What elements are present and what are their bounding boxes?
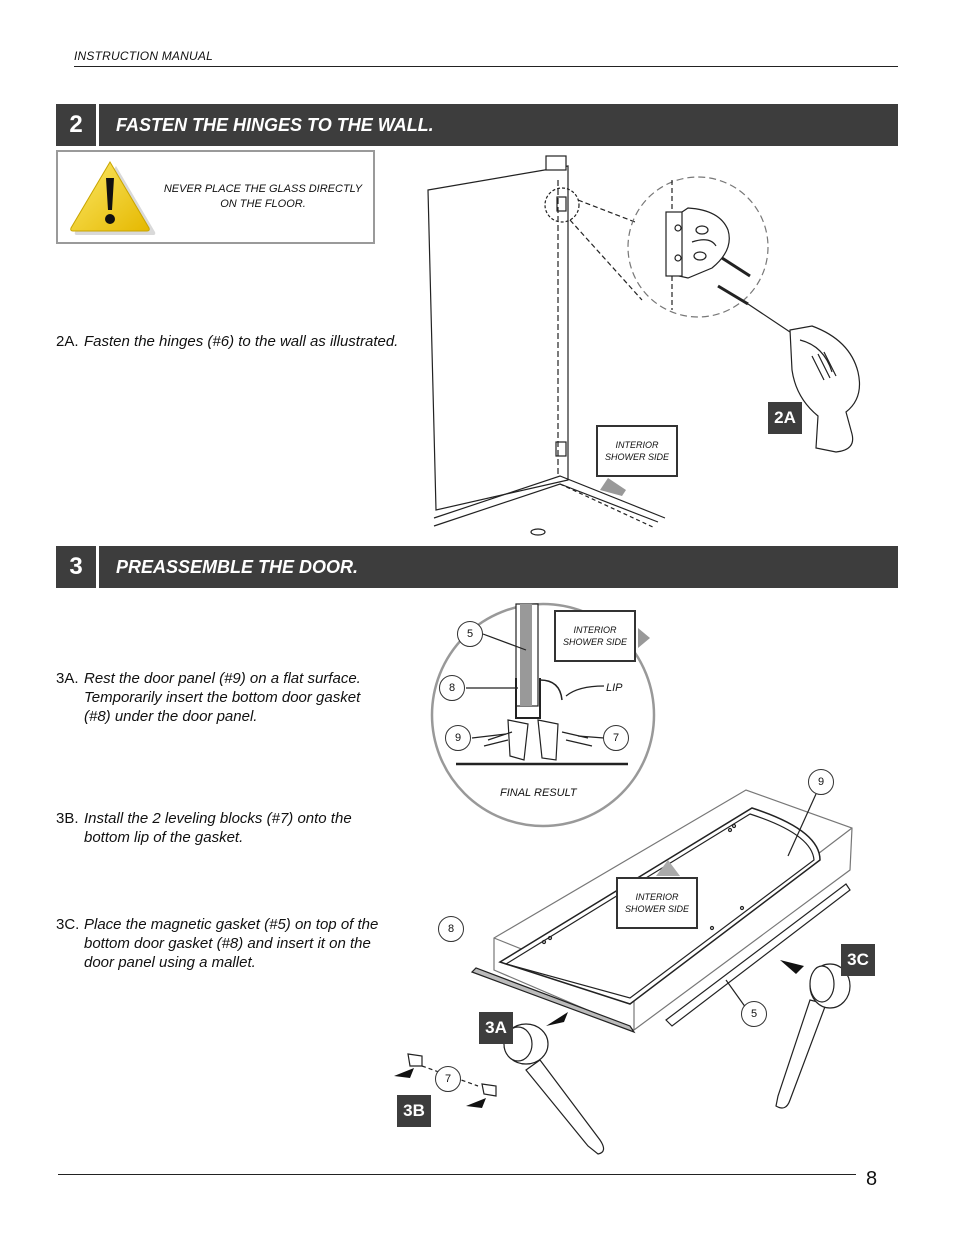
warning-triangle-icon bbox=[70, 161, 156, 235]
section-3-title: PREASSEMBLE THE DOOR. bbox=[116, 557, 359, 577]
header-rule bbox=[74, 66, 898, 67]
part-number-7-main: 7 bbox=[435, 1066, 461, 1092]
part-number-5-main: 5 bbox=[741, 1001, 767, 1027]
callout-detail-line-1: INTERIOR bbox=[573, 625, 617, 635]
step-3a-label: 3A. bbox=[56, 670, 79, 687]
manual-header-label: INSTRUCTION MANUAL bbox=[74, 49, 213, 63]
step-3b-label: 3B. bbox=[56, 810, 79, 827]
callout-detail-line-2: SHOWER SIDE bbox=[562, 637, 627, 647]
interior-shower-side-callout-detail: INTERIOR SHOWER SIDE bbox=[554, 610, 636, 662]
callout-main-line-1: INTERIOR bbox=[635, 892, 679, 902]
step-2a-text: Fasten the hinges (#6) to the wall as il… bbox=[84, 333, 399, 350]
part-number-8-main: 8 bbox=[438, 916, 464, 942]
hinge-wall-illustration bbox=[427, 155, 861, 536]
step-2a-label: 2A. bbox=[56, 333, 79, 350]
step-3c: 3C. Place the magnetic gasket (#5) on to… bbox=[56, 915, 396, 975]
step-3a-text: Rest the door panel (#9) on a flat surfa… bbox=[84, 670, 361, 725]
step-3b: 3B. Install the 2 leveling blocks (#7) o… bbox=[56, 809, 396, 849]
final-result-label: FINAL RESULT bbox=[500, 787, 577, 799]
callout-2a-line-2: SHOWER SIDE bbox=[604, 452, 669, 462]
section-2-number: 2 bbox=[56, 104, 99, 146]
step-3c-text: Place the magnetic gasket (#5) on top of… bbox=[84, 916, 379, 971]
section-2-bar: 2 FASTEN THE HINGES TO THE WALL. bbox=[56, 104, 898, 146]
callout-main-line-2: SHOWER SIDE bbox=[624, 904, 689, 914]
interior-shower-side-callout-main: INTERIOR SHOWER SIDE bbox=[616, 877, 698, 929]
warning-line-2: ON THE FLOOR. bbox=[220, 198, 306, 210]
page-number: 8 bbox=[866, 1168, 878, 1190]
figure-tag-3a: 3A bbox=[479, 1012, 513, 1044]
step-2a: 2A. Fasten the hinges (#6) to the wall a… bbox=[56, 332, 416, 352]
callout-2a-line-1: INTERIOR bbox=[615, 440, 659, 450]
gasket-detail-illustration bbox=[430, 602, 656, 828]
step-3a: 3A. Rest the door panel (#9) on a flat s… bbox=[56, 669, 396, 729]
section-2-title: FASTEN THE HINGES TO THE WALL. bbox=[116, 115, 434, 135]
step-3b-text: Install the 2 leveling blocks (#7) onto … bbox=[84, 810, 352, 846]
step-3c-label: 3C. bbox=[56, 916, 80, 933]
warning-box: NEVER PLACE THE GLASS DIRECTLY ON THE FL… bbox=[56, 150, 375, 244]
door-panel-assembly-illustration bbox=[394, 789, 853, 1155]
warning-text: NEVER PLACE THE GLASS DIRECTLY ON THE FL… bbox=[158, 182, 368, 212]
section-3-bar: 3 PREASSEMBLE THE DOOR. bbox=[56, 546, 898, 588]
part-number-8-detail: 8 bbox=[439, 675, 465, 701]
lip-label: LIP bbox=[606, 682, 623, 694]
section-3-number: 3 bbox=[56, 546, 99, 588]
figure-tag-2a: 2A bbox=[768, 402, 802, 434]
interior-shower-side-callout-2a: INTERIOR SHOWER SIDE bbox=[596, 425, 678, 477]
part-number-5-detail: 5 bbox=[457, 621, 483, 647]
figure-tag-3b: 3B bbox=[397, 1095, 431, 1127]
footer-rule bbox=[58, 1174, 856, 1175]
part-number-7-detail: 7 bbox=[603, 725, 629, 751]
part-number-9-main: 9 bbox=[808, 769, 834, 795]
figure-tag-3c: 3C bbox=[841, 944, 875, 976]
part-number-9-detail: 9 bbox=[445, 725, 471, 751]
warning-line-1: NEVER PLACE THE GLASS DIRECTLY bbox=[163, 183, 363, 195]
